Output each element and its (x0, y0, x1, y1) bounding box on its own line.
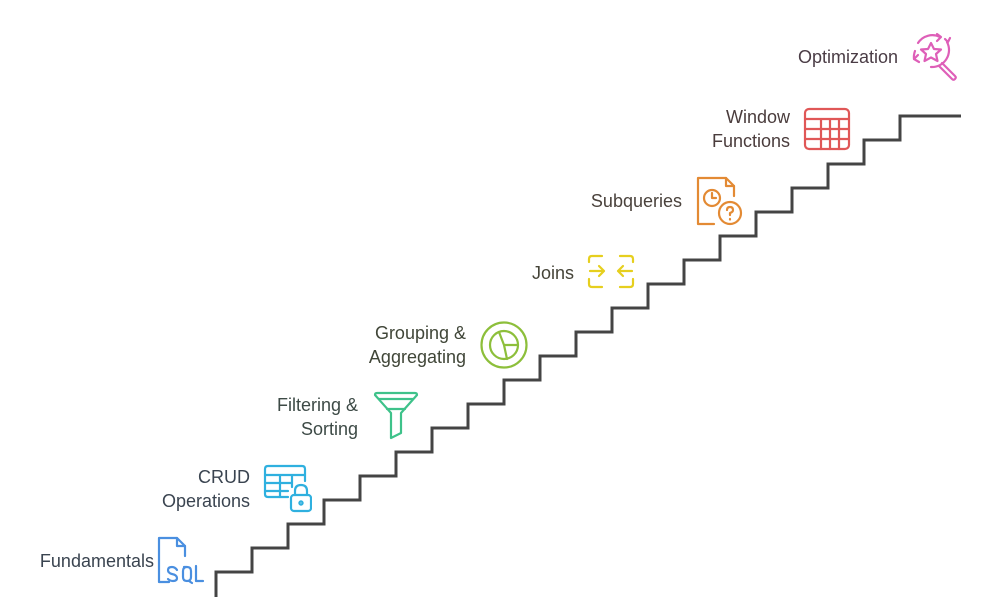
funnel-icon (371, 391, 421, 441)
grid-table-icon (802, 104, 852, 154)
pie-chart-icon (479, 320, 529, 370)
step-label: Joins (531, 263, 574, 283)
merge-arrows-icon (586, 248, 636, 298)
step-label: Grouping &Aggregating (368, 323, 466, 367)
step-label: Optimization (797, 47, 898, 67)
step-label: Filtering &Sorting (276, 395, 358, 439)
table-lock-icon (262, 463, 312, 513)
step-label: Fundamentals (39, 551, 154, 571)
step-label: Subqueries (590, 191, 682, 211)
search-star-icon (910, 31, 960, 81)
stair-path (214, 114, 961, 597)
document-clock-question-icon (694, 176, 744, 226)
sql-file-icon (155, 536, 205, 586)
